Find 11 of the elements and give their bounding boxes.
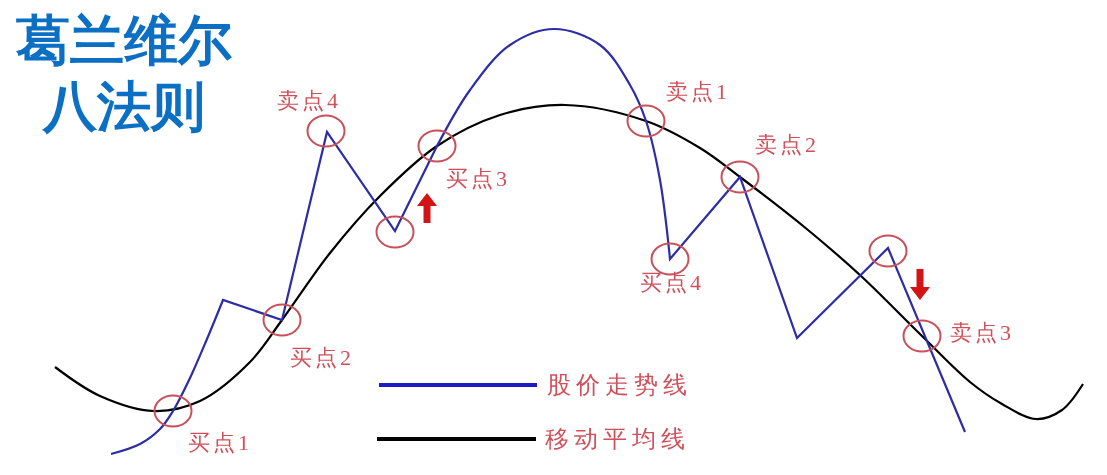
point-label: 买点1 [188, 431, 252, 455]
point-label: 买点2 [290, 346, 354, 370]
point-label: 卖点2 [755, 133, 819, 157]
point-label: 卖点1 [666, 80, 730, 104]
legend-label: 股价走势线 [547, 372, 692, 398]
point-label: 买点3 [446, 167, 510, 191]
point-label: 卖点4 [277, 89, 341, 113]
diagram-title: 葛兰维尔八法则 [15, 8, 233, 140]
point-label: 卖点3 [950, 321, 1014, 345]
legend-label: 移动平均线 [545, 426, 690, 452]
point-label: 买点4 [640, 271, 704, 295]
